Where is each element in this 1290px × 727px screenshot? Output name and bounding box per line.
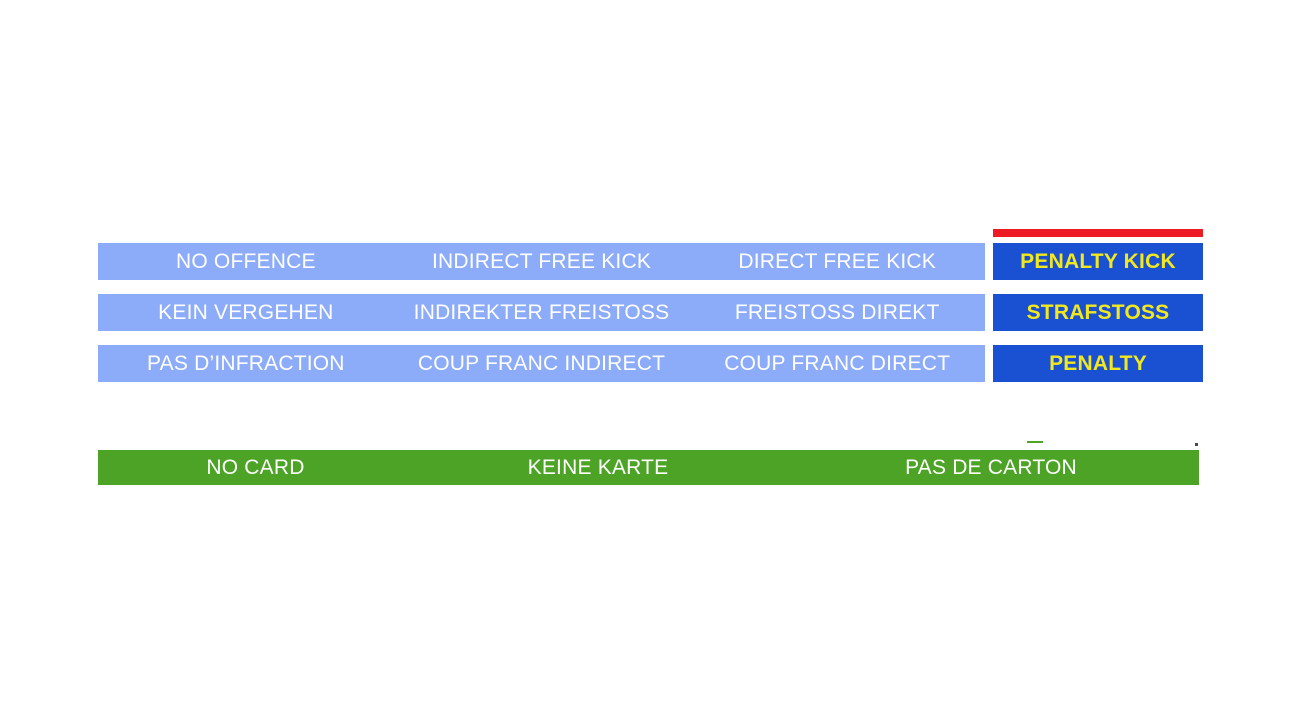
offence-options-group-english: NO OFFENCE INDIRECT FREE KICK DIRECT FRE…: [98, 243, 985, 280]
offence-option-penalty[interactable]: PENALTY: [993, 345, 1203, 382]
offence-option-coup-franc-direct[interactable]: COUP FRANC DIRECT: [724, 351, 951, 375]
card-option-keine-karte[interactable]: KEINE KARTE: [527, 455, 669, 479]
offence-option-coup-franc-indirect[interactable]: COUP FRANC INDIRECT: [417, 351, 666, 375]
red-accent-bar: [993, 229, 1203, 237]
offence-option-freistoss-direkt[interactable]: FREISTOSS DIREKT: [734, 300, 940, 324]
offence-option-no-offence[interactable]: NO OFFENCE: [176, 249, 316, 273]
column-spacer: [985, 294, 993, 331]
offence-option-indirect-free-kick[interactable]: INDIRECT FREE KICK: [431, 249, 652, 273]
offence-option-strafstoss[interactable]: STRAFSTOSS: [993, 294, 1203, 331]
offence-option-pas-dinfraction[interactable]: PAS D’INFRACTION: [147, 351, 345, 375]
offence-option-direct-free-kick[interactable]: DIRECT FREE KICK: [738, 249, 937, 273]
offence-options-group-german: KEIN VERGEHEN INDIREKTER FREISTOSS FREIS…: [98, 294, 985, 331]
column-spacer: [985, 243, 993, 280]
column-spacer: [985, 345, 993, 382]
card-block: NO CARD KEINE KARTE PAS DE CARTON: [98, 441, 1199, 485]
matrix-row: KEIN VERGEHEN INDIREKTER FREISTOSS FREIS…: [98, 294, 1203, 331]
no-card-bar: NO CARD KEINE KARTE PAS DE CARTON: [98, 450, 1199, 485]
matrix-row: NO OFFENCE INDIRECT FREE KICK DIRECT FRE…: [98, 243, 1203, 280]
matrix-row: PAS D’INFRACTION COUP FRANC INDIRECT COU…: [98, 345, 1203, 382]
corner-dot-marker: [1195, 443, 1198, 446]
card-option-no-card[interactable]: NO CARD: [206, 455, 305, 479]
offence-option-indirekter-freistoss[interactable]: INDIREKTER FREISTOSS: [413, 300, 670, 324]
card-option-pas-de-carton[interactable]: PAS DE CARTON: [905, 455, 1077, 479]
green-tick-mark: [1027, 441, 1043, 443]
offence-options-group-french: PAS D’INFRACTION COUP FRANC INDIRECT COU…: [98, 345, 985, 382]
offence-option-penalty-kick[interactable]: PENALTY KICK: [993, 243, 1203, 280]
offence-option-kein-vergehen[interactable]: KEIN VERGEHEN: [158, 300, 334, 324]
